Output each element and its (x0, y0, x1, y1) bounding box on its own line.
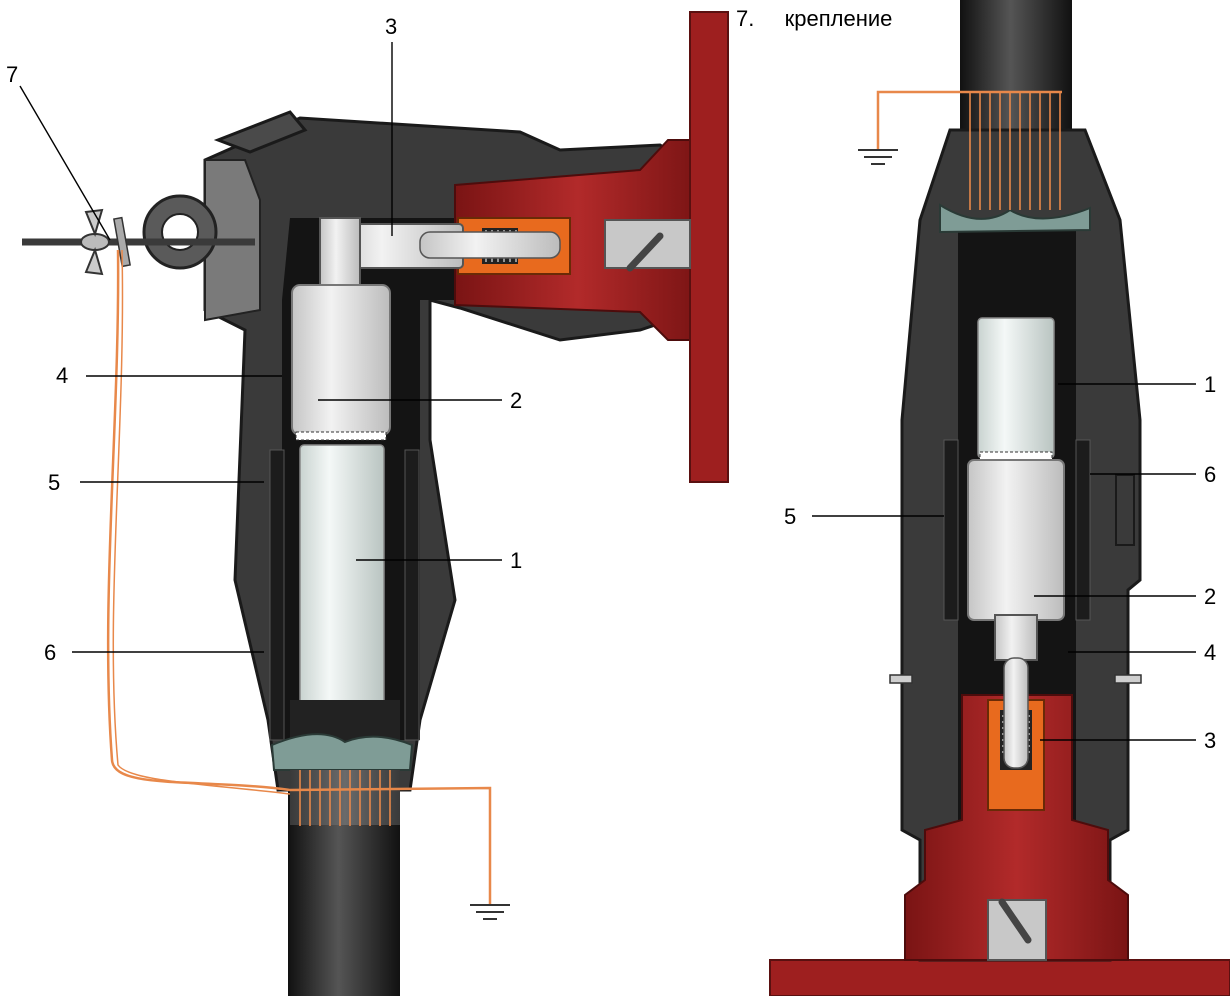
right-red-adapter (904, 694, 1129, 961)
callout-1-left: 1 (510, 548, 522, 573)
callout-4-right: 4 (1204, 640, 1216, 665)
left-top-lug (213, 110, 308, 154)
ground-symbol-icon (858, 149, 898, 165)
callout-4-left: 4 (56, 363, 68, 388)
left-ground-wire (106, 249, 492, 905)
left-leader-lines (19, 42, 502, 653)
wing-nut-icon (80, 208, 110, 276)
ground-symbol-icon (470, 904, 510, 920)
legend-item-number: 7. (736, 6, 755, 31)
callout-1-right: 1 (1204, 372, 1216, 397)
left-wall-plate (689, 11, 729, 483)
right-probe (994, 614, 1038, 661)
callout-2-right: 2 (1204, 584, 1216, 609)
callout-6-left: 6 (44, 640, 56, 665)
callout-5-left: 5 (48, 470, 60, 495)
callout-3-left: 3 (385, 14, 397, 39)
callout-2-left: 2 (510, 388, 522, 413)
right-callouts: 1 6 5 2 4 3 (784, 372, 1216, 753)
elbow-connector (22, 11, 729, 996)
left-insulation (299, 444, 385, 706)
callout-3-right: 3 (1204, 728, 1216, 753)
legend-item-7: 7. крепление (736, 6, 892, 32)
right-shield-band (939, 203, 1091, 234)
right-insulation (977, 317, 1055, 459)
right-base-plate (769, 959, 1230, 996)
right-leader-lines (812, 383, 1196, 741)
straight-connector (769, 0, 1230, 996)
callout-5-right: 5 (784, 504, 796, 529)
left-test-block (604, 219, 691, 269)
left-connector-lug (291, 284, 391, 436)
callout-6-right: 6 (1204, 462, 1216, 487)
left-shield-band (270, 733, 414, 771)
right-ground-wire (876, 90, 1062, 150)
left-callouts: 3 7 4 2 5 1 6 (6, 14, 522, 665)
callout-7-left: 7 (6, 62, 18, 87)
legend-item-text: крепление (784, 6, 893, 31)
